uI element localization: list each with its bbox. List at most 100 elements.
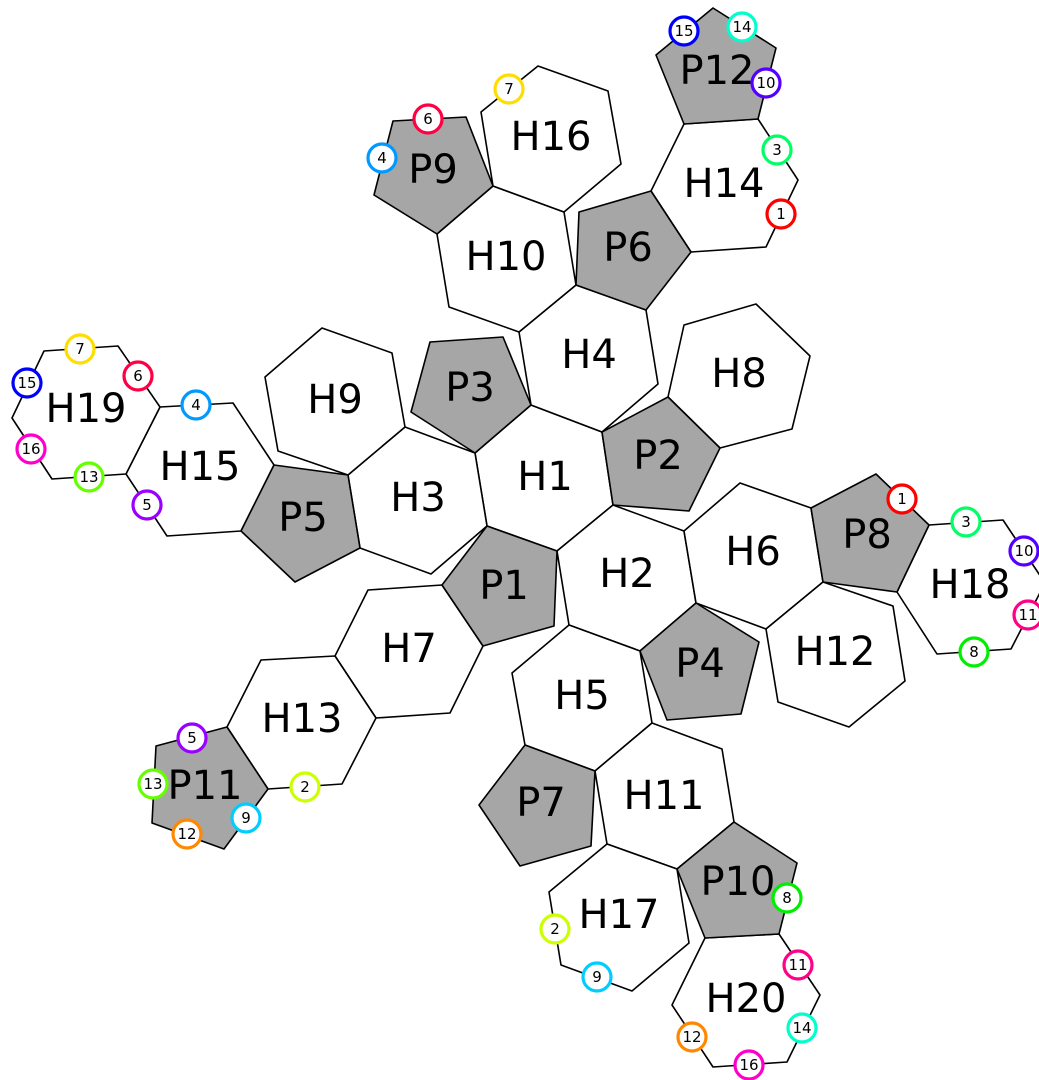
edge-tag-label: 11 bbox=[1018, 606, 1037, 624]
edge-tag-ring bbox=[171, 818, 203, 850]
edge-tag-4: 4 bbox=[366, 142, 398, 174]
face-h18: H18 bbox=[896, 519, 1039, 655]
edge-tag-label: 10 bbox=[756, 74, 775, 92]
edge-tag-6: 6 bbox=[412, 103, 444, 135]
edge-tag-ring bbox=[412, 103, 444, 135]
edge-tag-ring bbox=[786, 1012, 818, 1044]
edge-tag-1: 1 bbox=[765, 198, 797, 230]
face-h5: H5 bbox=[511, 624, 653, 772]
edge-tag-ring bbox=[11, 367, 43, 399]
edge-tag-ring bbox=[289, 771, 321, 803]
face-h9: H9 bbox=[264, 327, 406, 476]
edge-tag-label: 5 bbox=[142, 496, 152, 514]
edge-tag-15: 15 bbox=[668, 15, 700, 47]
edge-tag-ring bbox=[180, 389, 212, 421]
edge-tag-ring bbox=[366, 142, 398, 174]
edge-tag-ring bbox=[733, 1049, 765, 1080]
edge-tag-ring bbox=[64, 333, 96, 365]
face-label: H6 bbox=[725, 529, 781, 575]
edge-tag-label: 9 bbox=[592, 968, 602, 986]
face-p6: P6 bbox=[575, 190, 692, 311]
face-label: H15 bbox=[160, 444, 241, 490]
face-label: H17 bbox=[579, 892, 660, 938]
face-label: P7 bbox=[516, 780, 566, 826]
face-label: H9 bbox=[307, 377, 363, 423]
edge-tag-8: 8 bbox=[958, 636, 990, 668]
edge-tag-label: 12 bbox=[682, 1028, 701, 1046]
edge-tag-label: 14 bbox=[792, 1019, 811, 1037]
edge-tag-label: 6 bbox=[423, 110, 433, 128]
edge-tag-ring bbox=[539, 913, 571, 945]
edge-tag-ring bbox=[761, 134, 793, 166]
face-label: H20 bbox=[706, 976, 787, 1022]
face-label: P8 bbox=[842, 512, 892, 558]
pentagon-shape bbox=[441, 525, 558, 647]
edge-tag-label: 10 bbox=[1014, 542, 1033, 560]
face-label: H14 bbox=[684, 161, 765, 207]
edge-tag-7: 7 bbox=[64, 333, 96, 365]
edge-tag-ring bbox=[886, 483, 918, 515]
face-label: H18 bbox=[930, 562, 1011, 608]
edge-tag-label: 8 bbox=[782, 889, 792, 907]
edge-tag-label: 4 bbox=[191, 396, 201, 414]
edge-tag-2: 2 bbox=[539, 913, 571, 945]
face-label: P10 bbox=[700, 859, 775, 905]
face-label: H8 bbox=[711, 351, 767, 397]
edge-tag-ring bbox=[750, 67, 782, 99]
edge-tag-label: 13 bbox=[79, 468, 98, 486]
edge-tag-label: 4 bbox=[377, 149, 387, 167]
face-label: H7 bbox=[381, 626, 437, 672]
edge-tag-label: 14 bbox=[732, 18, 751, 36]
edge-tag-4: 4 bbox=[180, 389, 212, 421]
edge-tag-11: 11 bbox=[1012, 599, 1039, 631]
face-label: P3 bbox=[445, 365, 495, 411]
face-h8: H8 bbox=[667, 303, 811, 449]
edge-tag-ring bbox=[122, 360, 154, 392]
face-label: H3 bbox=[390, 475, 446, 521]
edge-tag-label: 9 bbox=[241, 809, 251, 827]
edge-tag-label: 6 bbox=[133, 367, 143, 385]
pentagon-shape bbox=[410, 336, 532, 454]
edge-tag-12: 12 bbox=[676, 1021, 708, 1053]
face-h11: H11 bbox=[594, 722, 735, 870]
face-label: P5 bbox=[278, 495, 328, 541]
face-label: P11 bbox=[167, 763, 242, 809]
edge-tag-9: 9 bbox=[581, 961, 613, 993]
face-label: P12 bbox=[679, 48, 754, 94]
face-label: P4 bbox=[675, 641, 725, 687]
edge-tag-ring bbox=[73, 461, 105, 493]
edge-tag-label: 12 bbox=[177, 825, 196, 843]
face-label: H11 bbox=[624, 773, 705, 819]
pentagon-shape bbox=[478, 744, 596, 867]
edge-tag-3: 3 bbox=[761, 134, 793, 166]
edge-tag-14: 14 bbox=[786, 1012, 818, 1044]
edge-tags-layer: 1122334455667788991010111112121313141415… bbox=[11, 11, 1039, 1080]
face-p4: P4 bbox=[639, 602, 760, 721]
faces-layer: H1H2H3H4H5H6H7H8H9H10H11H12H13H14H15H16H… bbox=[11, 7, 1039, 1068]
edge-tag-8: 8 bbox=[771, 882, 803, 914]
face-h14: H14 bbox=[650, 118, 799, 253]
edge-tag-ring bbox=[1012, 599, 1039, 631]
pentagon-shape bbox=[575, 190, 692, 311]
face-label: H12 bbox=[795, 629, 876, 675]
edge-tag-15: 15 bbox=[11, 367, 43, 399]
edge-tag-ring bbox=[726, 11, 758, 43]
edge-tag-label: 1 bbox=[897, 490, 907, 508]
hexagon-shape bbox=[548, 843, 690, 992]
edge-tag-label: 2 bbox=[300, 778, 310, 796]
edge-tag-label: 16 bbox=[739, 1056, 758, 1074]
face-label: P9 bbox=[408, 147, 458, 193]
edge-tag-label: 7 bbox=[504, 80, 514, 98]
edge-tag-14: 14 bbox=[726, 11, 758, 43]
face-label: H16 bbox=[511, 114, 592, 160]
edge-tag-label: 16 bbox=[21, 440, 40, 458]
edge-tag-ring bbox=[581, 961, 613, 993]
face-h1: H1 bbox=[474, 404, 614, 552]
edge-tag-9: 9 bbox=[230, 802, 262, 834]
edge-tag-label: 2 bbox=[550, 920, 560, 938]
edge-tag-6: 6 bbox=[122, 360, 154, 392]
pentagon-shape bbox=[639, 602, 760, 721]
face-p2: P2 bbox=[601, 396, 721, 512]
edge-tag-3: 3 bbox=[950, 506, 982, 538]
